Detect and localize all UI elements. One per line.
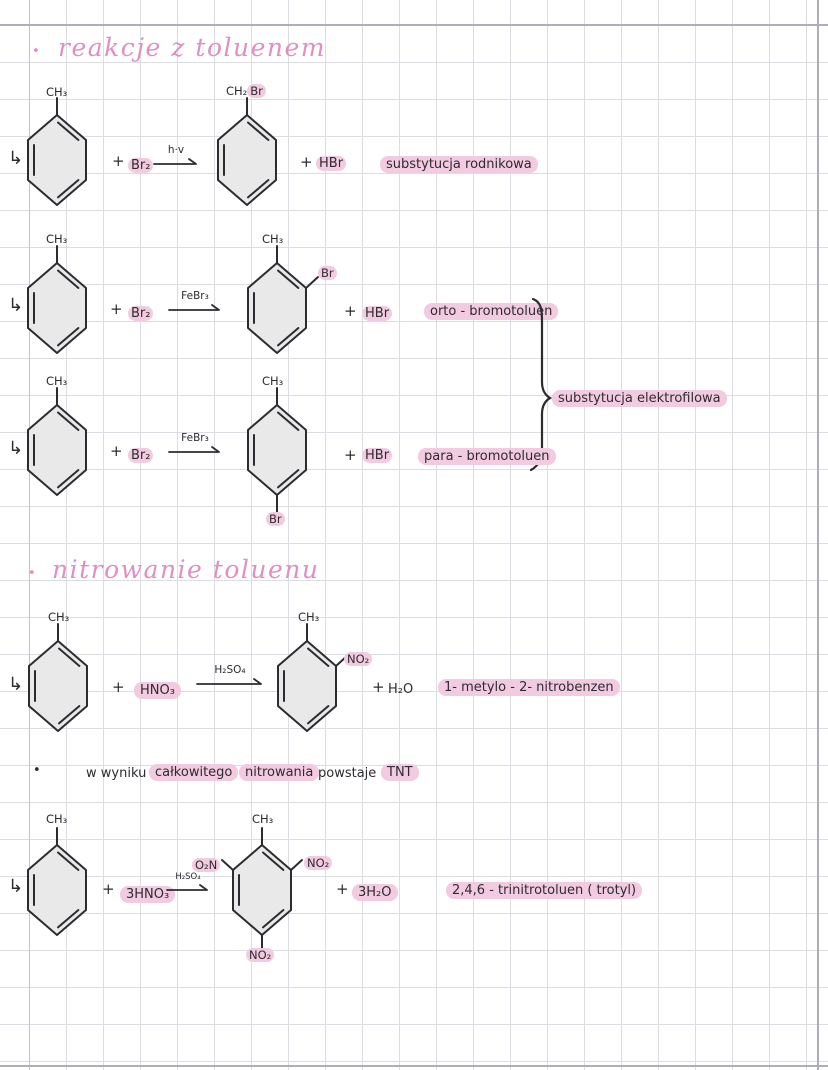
condition-label: H₂SO₄ <box>175 872 201 882</box>
condition-label: FeBr₃ <box>181 432 209 444</box>
benzyl-ring-structure <box>217 97 277 206</box>
reaction-arrow: H₂SO₄ <box>196 664 264 688</box>
methyl-label: CH₃ <box>262 232 284 246</box>
toluene-ring-structure <box>27 97 87 206</box>
reaction-arrow: FeBr₃ <box>168 290 222 314</box>
plus-sign: + <box>112 152 125 170</box>
note-highlight-tnt: TNT <box>381 764 419 781</box>
nitrotoluene-structure <box>277 623 349 732</box>
para-br-label: Br <box>266 512 285 526</box>
note-highlight: nitrowania <box>239 764 320 781</box>
tnt-product-name: 2,4,6 - trinitrotoluen ( trotyl) <box>446 882 643 899</box>
bromine-reagent: Br₂ <box>128 306 154 321</box>
plus-sign: + <box>344 446 357 464</box>
branch-arrow-icon: ↳ <box>8 148 24 169</box>
nitric-acid-reagent-3x: 3HNO₃ <box>120 886 176 903</box>
methyl-label: CH₃ <box>48 610 70 624</box>
reaction-type-label-electrophilic: substytucja elektrofilowa <box>552 390 727 407</box>
branch-arrow-icon: ↳ <box>8 674 24 695</box>
trinitrotoluene-structure <box>221 827 303 953</box>
plus-sign: + <box>336 880 349 898</box>
ortho-bromotoluene-structure <box>247 245 319 354</box>
toluene-ring-structure <box>28 623 88 732</box>
branch-arrow-icon: ↳ <box>8 876 24 897</box>
reaction-type-label-radical: substytucja rodnikowa <box>380 156 538 173</box>
reaction-arrow: h·v <box>153 144 199 168</box>
right-no2-label: NO₂ <box>304 856 333 870</box>
benzyl-bromide-label: CH₂ Br <box>226 84 266 98</box>
branch-arrow-icon: ↳ <box>8 438 24 459</box>
right-margin-line <box>817 0 819 1070</box>
note-highlight: całkowitego <box>149 764 239 781</box>
plus-sign: + <box>110 442 123 460</box>
condition-label: H₂SO₄ <box>214 664 246 676</box>
condition-label: FeBr₃ <box>181 290 209 302</box>
hbr-byproduct: HBr <box>362 448 393 463</box>
bullet-icon: • <box>33 763 41 778</box>
toluene-ring-structure <box>27 827 87 936</box>
bullet-icon: • <box>32 44 40 59</box>
plus-sign: + <box>112 678 125 696</box>
methyl-label: CH₃ <box>46 374 68 388</box>
br-part: Br <box>247 84 266 98</box>
top-margin-line <box>0 24 828 26</box>
note-text: w wyniku <box>86 766 147 781</box>
nitric-acid-reagent: HNO₃ <box>134 682 181 699</box>
bromine-reagent: Br₂ <box>128 448 154 463</box>
left-margin-line <box>29 0 30 1070</box>
para-product-name: para - bromotoluen <box>418 448 556 465</box>
bottom-margin-line <box>0 1065 828 1067</box>
reaction-arrow: FeBr₃ <box>168 432 222 456</box>
bullet-icon: • <box>28 566 36 581</box>
section-title-2: nitrowanie toluenu <box>52 555 320 584</box>
reaction-arrow: H₂SO₄ <box>166 872 210 894</box>
hbr-byproduct: HBr <box>316 156 347 171</box>
note-text: powstaje <box>318 766 377 781</box>
plus-sign: + <box>372 678 385 696</box>
ch2-part: CH₂ <box>226 84 248 98</box>
methyl-label: CH₃ <box>298 610 320 624</box>
methyl-label: CH₃ <box>46 85 68 99</box>
left-no2-label: O₂N <box>192 858 221 872</box>
toluene-ring-structure <box>27 387 87 496</box>
ortho-no2-label: NO₂ <box>344 652 373 666</box>
section-title-1: reakcje z toluenem <box>58 33 327 62</box>
toluene-ring-structure <box>27 245 87 354</box>
water-byproduct: H₂O <box>388 682 414 697</box>
para-bromotoluene-structure <box>247 387 307 513</box>
methyl-label: CH₃ <box>46 232 68 246</box>
hbr-byproduct: HBr <box>362 306 393 321</box>
nitro-product-name: 1- metylo - 2- nitrobenzen <box>438 679 620 696</box>
plus-sign: + <box>300 153 313 171</box>
methyl-label: CH₃ <box>46 812 68 826</box>
branch-arrow-icon: ↳ <box>8 295 24 316</box>
methyl-label: CH₃ <box>252 812 274 826</box>
bottom-no2-label: NO₂ <box>246 948 275 962</box>
condition-label: h·v <box>167 144 185 156</box>
plus-sign: + <box>102 880 115 898</box>
bromine-reagent: Br₂ <box>128 158 154 173</box>
ortho-br-label: Br <box>318 266 337 280</box>
water-byproduct-3x: 3H₂O <box>352 884 398 901</box>
ortho-product-name: orto - bromotoluen <box>424 303 559 320</box>
methyl-label: CH₃ <box>262 374 284 388</box>
plus-sign: + <box>110 300 123 318</box>
plus-sign: + <box>344 302 357 320</box>
